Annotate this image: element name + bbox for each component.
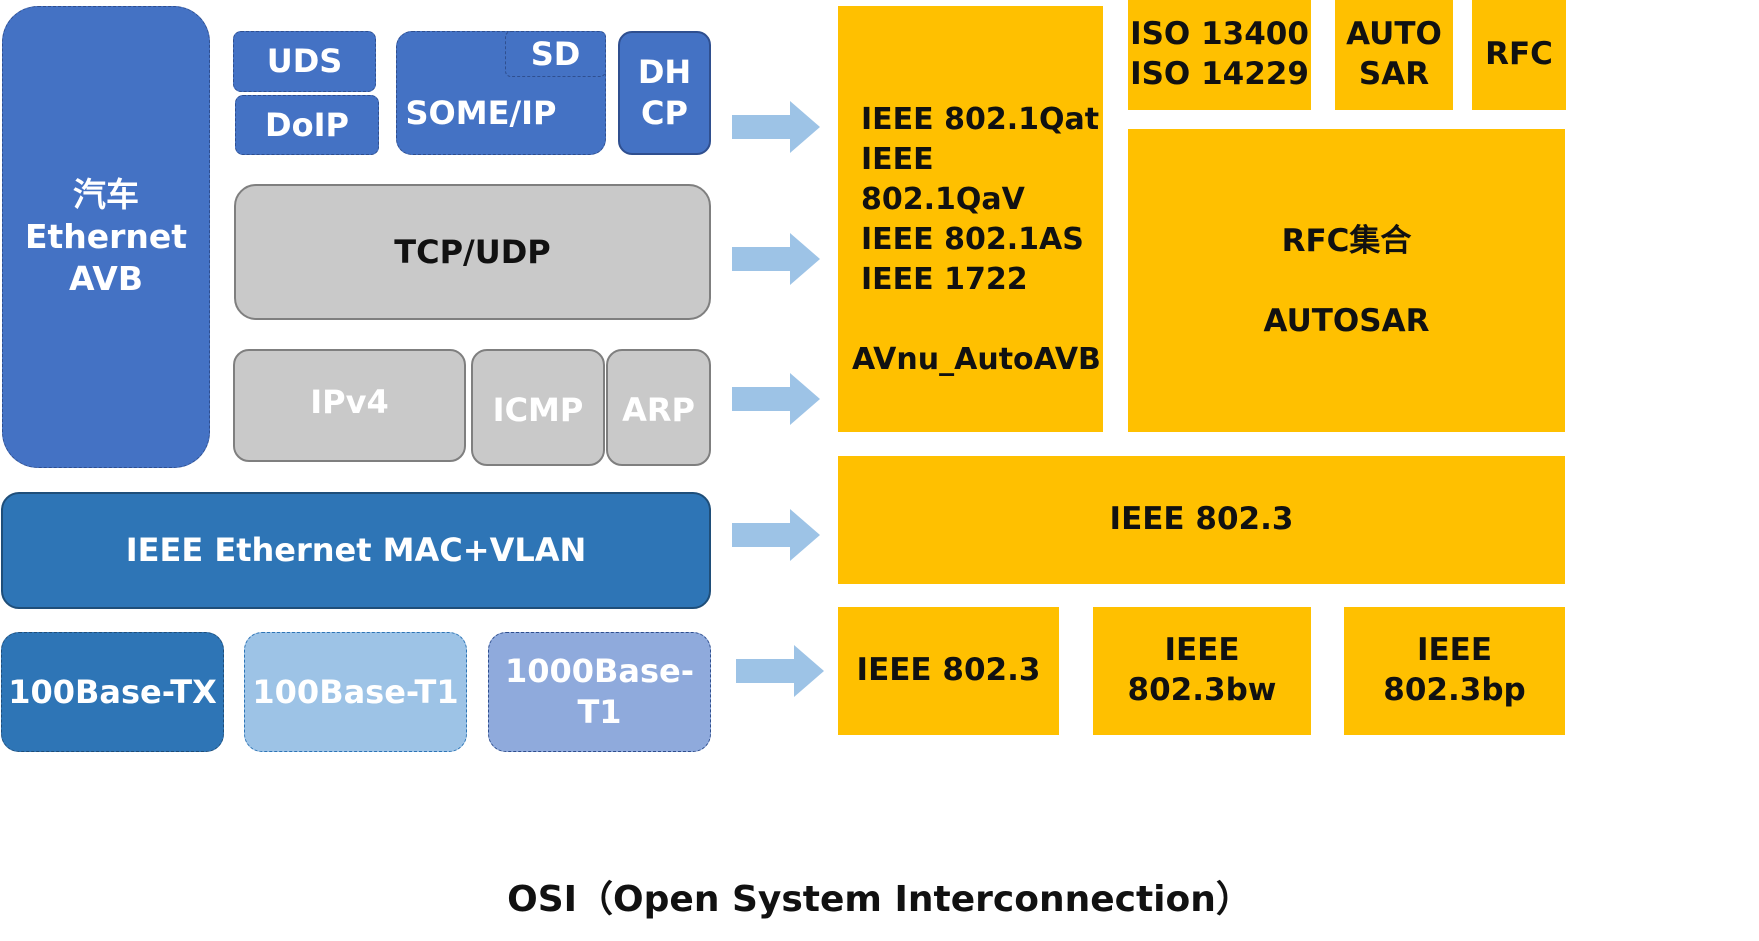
arrow-right-icon xyxy=(732,233,820,285)
arrow-right-icon xyxy=(732,509,820,561)
100base-t1-block: 100Base-T1 xyxy=(244,632,467,752)
rfc-autosar-block: RFC集合 AUTOSAR xyxy=(1128,129,1565,432)
rfc-set-label: RFC集合 xyxy=(1281,223,1412,259)
automotive-ethernet-avb-block: 汽车 Ethernet AVB xyxy=(2,6,210,468)
icmp-block: ICMP xyxy=(471,349,605,466)
iso-standards-block: ISO 13400 ISO 14229 xyxy=(1128,0,1311,110)
100base-tx-block: 100Base-TX xyxy=(1,632,224,752)
ieee-8023bp-block: IEEE 802.3bp xyxy=(1344,607,1565,735)
sd-block: SD xyxy=(505,31,606,77)
avb-standards-list: IEEE 802.1Qat IEEE 802.1QaV IEEE 802.1AS… xyxy=(861,102,1100,297)
arp-block: ARP xyxy=(606,349,711,466)
dhcp-block: DH CP xyxy=(618,31,711,155)
1000base-t1-block: 1000Base- T1 xyxy=(488,632,711,752)
arrow-right-icon xyxy=(736,645,824,697)
autosar-short-block: AUTO SAR xyxy=(1335,0,1453,110)
doip-block: DoIP xyxy=(235,95,379,155)
rfc-block: RFC xyxy=(1472,0,1566,110)
ieee-8023-phy-block: IEEE 802.3 xyxy=(838,607,1059,735)
arrow-right-icon xyxy=(732,101,820,153)
tcp-udp-block: TCP/UDP xyxy=(234,184,711,320)
ethernet-mac-vlan-block: IEEE Ethernet MAC+VLAN xyxy=(1,492,711,609)
avb-standards-block: IEEE 802.1Qat IEEE 802.1QaV IEEE 802.1AS… xyxy=(838,6,1103,432)
ieee-8023-link-block: IEEE 802.3 xyxy=(838,456,1565,584)
uds-block: UDS xyxy=(233,31,376,92)
arrow-right-icon xyxy=(732,373,820,425)
diagram-caption: OSI（Open System Interconnection） xyxy=(507,879,1252,920)
avnu-autoavb-label: AVnu_AutoAVB xyxy=(852,342,1101,377)
ieee-8023bw-block: IEEE 802.3bw xyxy=(1093,607,1311,735)
autosar-label: AUTOSAR xyxy=(1263,303,1430,339)
ipv4-block: IPv4 xyxy=(233,349,466,462)
